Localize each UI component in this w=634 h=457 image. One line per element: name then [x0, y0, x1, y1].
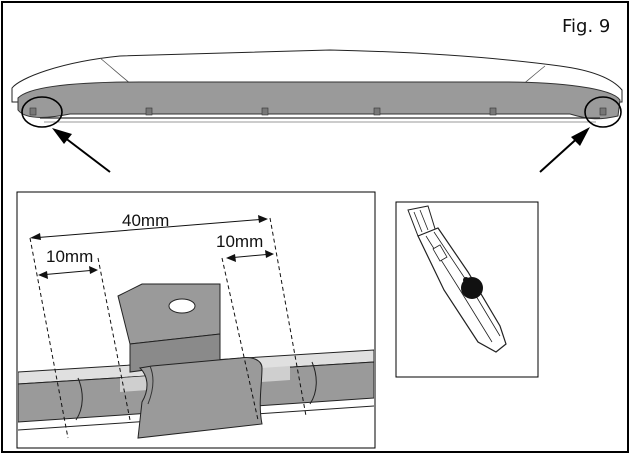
- highlight-circle-right: [584, 96, 622, 128]
- rail-clip: [599, 107, 607, 116]
- clip-hole: [168, 298, 196, 314]
- dimension-label-right: 10mm: [216, 232, 263, 251]
- arrow-left: [52, 128, 111, 173]
- cut-mark-right: [309, 361, 317, 405]
- cut-mark-left: [75, 377, 83, 421]
- rail-clips: [29, 107, 607, 116]
- spoiler-illustration: [11, 49, 623, 173]
- rail-clip: [489, 107, 497, 116]
- rail-clip: [29, 107, 37, 116]
- clip-tab-fold: [147, 365, 154, 405]
- dimension-10mm-left: [38, 266, 98, 279]
- detail-panel: 40mm 10mm 10mm: [16, 191, 376, 449]
- dimension-10mm-right: [226, 250, 274, 262]
- guide-dashed-1: [29, 237, 69, 439]
- dimension-40mm: [30, 215, 268, 240]
- rail-clip: [261, 107, 269, 116]
- clip-tab: [137, 357, 263, 439]
- knife-panel: [395, 201, 539, 378]
- figure-label: Fig. 9: [562, 16, 611, 37]
- arrow-right: [539, 127, 590, 173]
- dimension-label-left: 10mm: [46, 247, 93, 266]
- dimension-label-total: 40mm: [122, 211, 169, 230]
- spoiler-underside: [17, 81, 621, 120]
- rail-clip: [145, 107, 153, 116]
- rail-clip: [373, 107, 381, 116]
- highlight-circle-left: [21, 96, 63, 128]
- clip-top: [117, 283, 221, 345]
- guide-dashed-4: [269, 217, 307, 417]
- utility-knife-icon: [407, 205, 507, 353]
